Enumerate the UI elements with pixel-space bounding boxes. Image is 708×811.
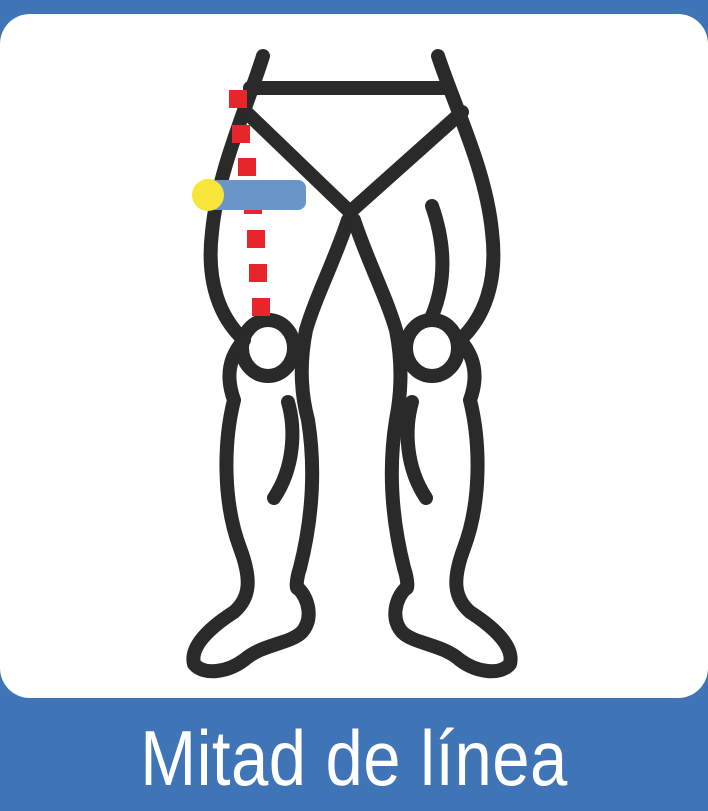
right-thigh-line: [432, 206, 443, 316]
illustration-panel: [0, 14, 708, 698]
card-title: Mitad de línea: [50, 704, 659, 811]
left-calf-line: [274, 402, 292, 498]
legs-illustration: [0, 14, 708, 698]
right-calf-line: [408, 402, 426, 498]
left-leg-inner: [297, 220, 348, 588]
right-leg-inner: [354, 220, 407, 588]
legs-icon: [193, 56, 510, 671]
left-kneecap: [242, 320, 294, 376]
right-kneecap: [406, 320, 458, 376]
probe-icon: [192, 179, 306, 211]
